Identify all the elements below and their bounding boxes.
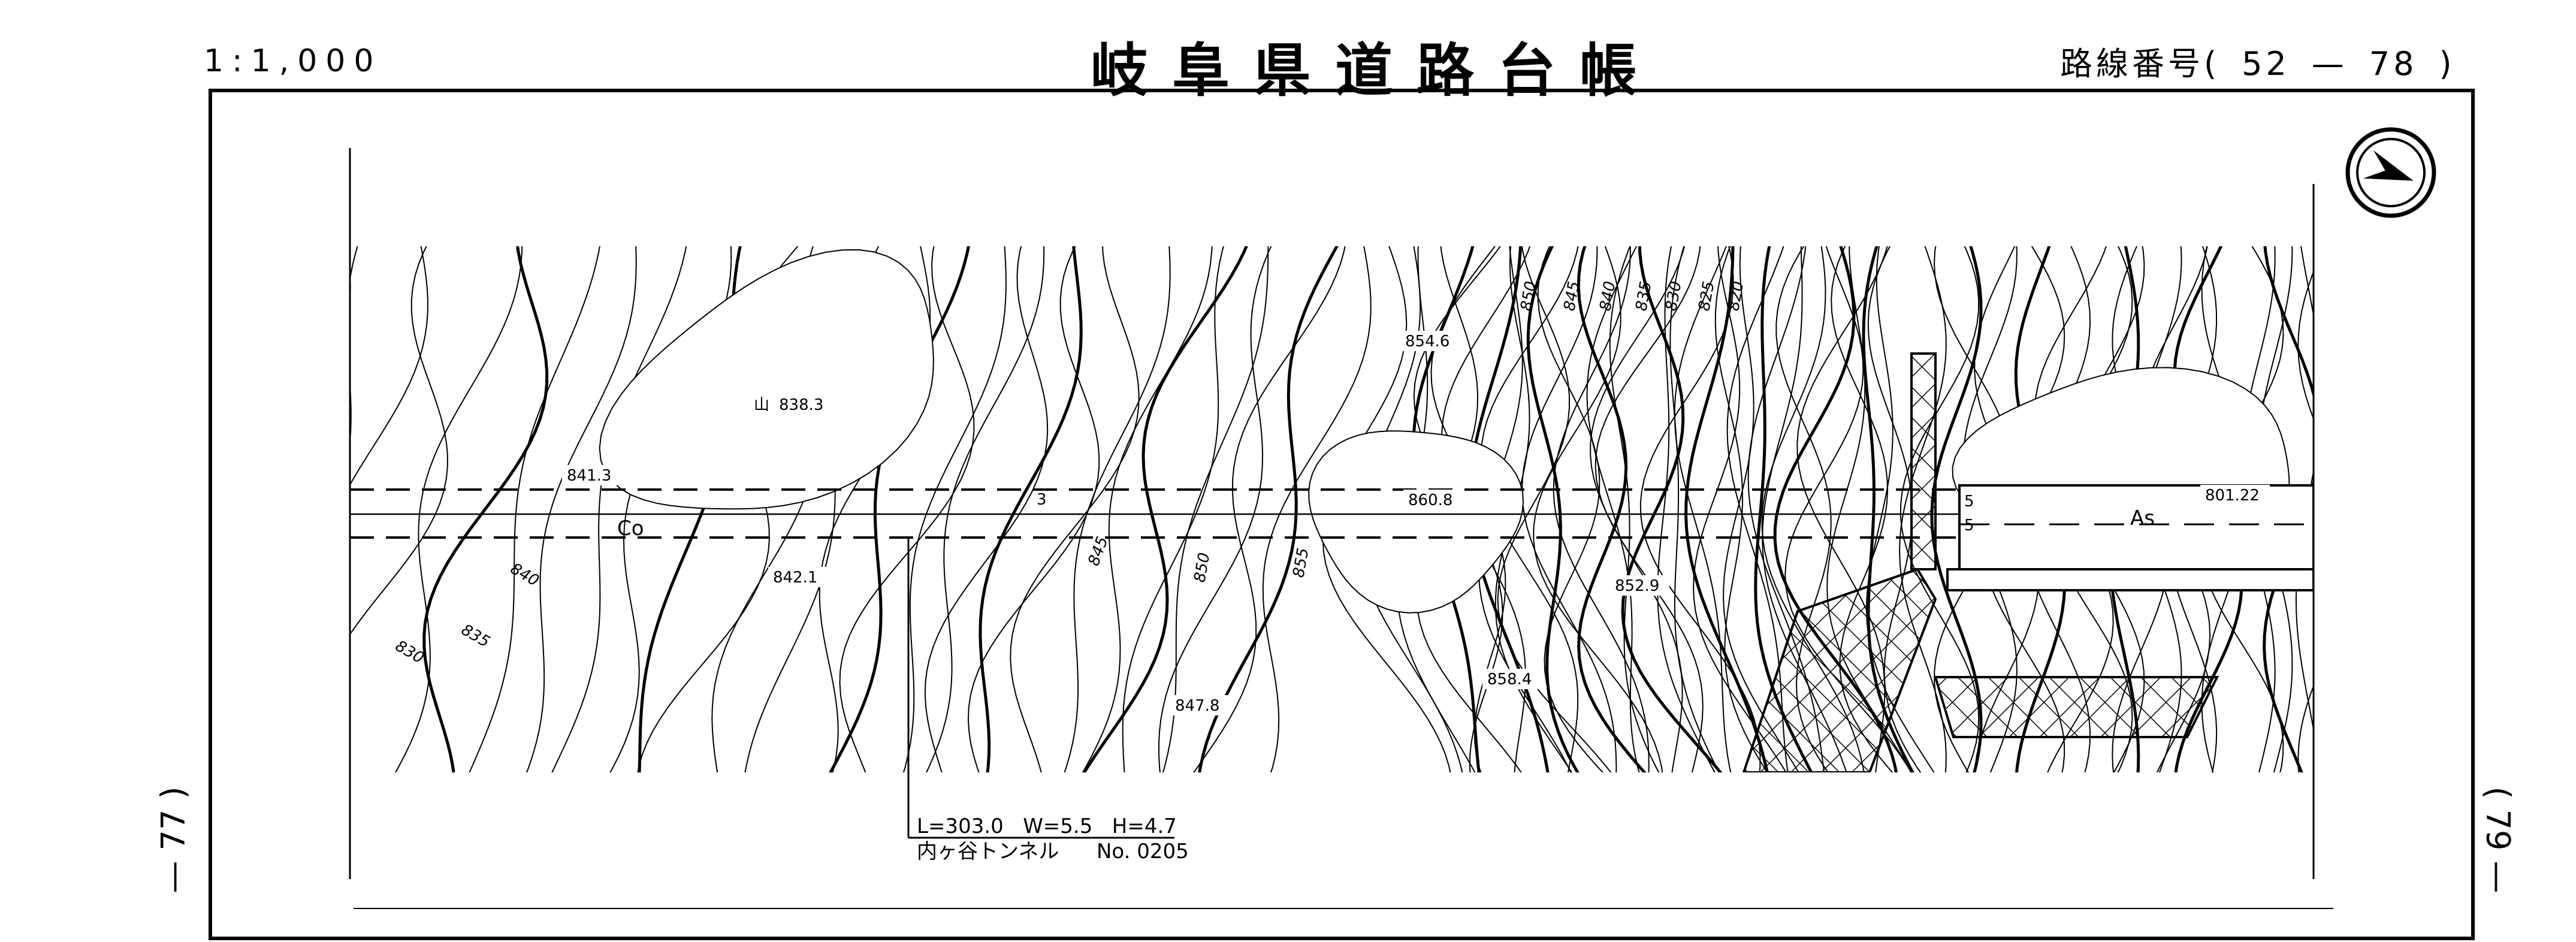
contour-line (1553, 246, 1650, 772)
route-number: 路線番号( 52 — 78) (2049, 37, 2466, 84)
spot-height: 852.9 (1615, 577, 1659, 595)
contour-line (1064, 246, 1171, 772)
road-width-label: 5 (1964, 493, 1974, 511)
spot-height: 841.3 (567, 467, 611, 485)
contour-label: 820 (1725, 280, 1747, 312)
contour-line (1198, 246, 1339, 772)
tunnel-name: 内ヶ谷トンネル (917, 840, 1059, 864)
road-surface-left: Co (617, 517, 644, 541)
route-close: ) (2439, 45, 2456, 83)
road-width-label: 5 (1964, 517, 1974, 535)
previous-page-number: — 77 ) (154, 786, 192, 893)
road (350, 352, 2314, 772)
hatched-structure (1934, 676, 2219, 738)
contour-line (925, 246, 1045, 772)
route-major: 52 (2242, 45, 2290, 83)
spot-height: 858.4 (1487, 671, 1532, 689)
route-sep: — (2311, 45, 2348, 83)
contour-line (1082, 246, 1248, 772)
contour-line (1669, 246, 1720, 772)
next-page-number: ( 79 — (2479, 786, 2517, 893)
contour-label: 845 (1085, 534, 1112, 568)
spot-height: 847.8 (1175, 697, 1219, 715)
tunnel-number: No. 0205 (1097, 840, 1189, 864)
contour-line (350, 246, 448, 636)
paved-road (1958, 484, 2314, 576)
contour-line (1723, 246, 1799, 772)
contour-line (1521, 246, 1617, 772)
contour-line (1714, 246, 1768, 772)
contour-line (350, 246, 358, 447)
contour-line (1621, 246, 1723, 772)
contour-line (979, 246, 1083, 772)
contour-label: 840 (508, 560, 542, 590)
contour-line (350, 246, 428, 487)
contour-line (1010, 246, 1140, 772)
summit-mark: 山 (754, 396, 769, 414)
contour-line (551, 246, 687, 772)
contour-line (829, 246, 970, 772)
contour-line (1684, 246, 1769, 772)
station-mark: 3 (1037, 491, 1047, 509)
contour-label: 840 (1596, 280, 1619, 312)
contour-line (2297, 270, 2314, 772)
contour-line (1586, 246, 1640, 772)
contour-line (1082, 246, 1213, 772)
contour-label: 850 (1191, 551, 1213, 584)
spot-height: 838.3 (779, 396, 823, 414)
outer-frame (209, 89, 2475, 940)
contour-line (422, 246, 549, 772)
hatched-structure (1742, 567, 1937, 772)
contour-line (1158, 246, 1272, 772)
contour-line (1193, 246, 1346, 772)
contour-line (1609, 246, 1660, 772)
contour-line (1674, 246, 1732, 772)
north-arrow-icon (2345, 127, 2436, 218)
route-minor: 78 (2369, 45, 2418, 83)
spot-height: 860.8 (1408, 491, 1452, 509)
contour-label: 835 (458, 621, 493, 651)
contour-label: 850 (1517, 280, 1540, 312)
contour-line (599, 249, 934, 510)
contour-line (1577, 246, 1647, 772)
contour-line (1308, 430, 1524, 614)
page-title: 岐阜県道路台帳 (1091, 37, 1661, 104)
contour-line (1657, 246, 1716, 772)
tunnel-dimensions: L=303.0 W=5.5 H=4.7 (917, 814, 1177, 838)
contour-line (526, 246, 637, 772)
contour-line (1533, 246, 1663, 772)
contour-line (1594, 246, 1704, 772)
contour-line (902, 246, 1007, 772)
contour-label: 830 (392, 637, 427, 668)
contour-line (1162, 246, 1269, 772)
spot-height: 801.22 (2205, 487, 2260, 505)
contour-label: 825 (1695, 280, 1718, 312)
contour-line (1262, 246, 1372, 772)
map-scale: 1:1,000 (204, 43, 382, 79)
road-surface-right: As (2130, 506, 2155, 530)
contour-line (1122, 246, 1224, 772)
route-label: 路線番号( (2060, 45, 2221, 83)
retaining-wall (1910, 352, 1937, 570)
contour-line (924, 246, 1049, 772)
contour-line (394, 246, 523, 772)
spot-height: 854.6 (1405, 333, 1449, 351)
contour-line (1537, 246, 1604, 772)
contour-line (839, 246, 975, 772)
bridge-deck (1946, 568, 2314, 591)
contour-line (350, 269, 351, 307)
contour-line (469, 246, 600, 772)
spot-height: 842.1 (773, 569, 817, 587)
map-labels: 838.3 841.3 842.1 854.6 860.8 852.9 858.4 847.8… (392, 280, 2270, 715)
